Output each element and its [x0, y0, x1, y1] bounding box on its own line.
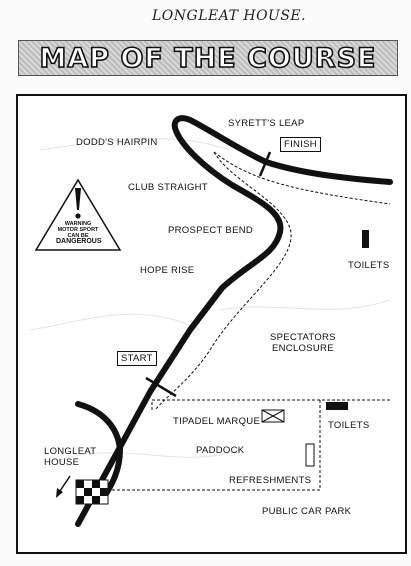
- warning-line-3: CAN BE: [67, 233, 89, 239]
- paddock-boundary-right: [112, 400, 321, 491]
- label-club-straight: CLUB STRAIGHT: [128, 182, 208, 193]
- background-contours: [29, 137, 391, 461]
- warning-line-4: DANGEROUS: [56, 238, 102, 245]
- page-title: MAP OF THE COURSE: [39, 42, 377, 75]
- label-spectators-enclosure: SPECTATORS ENCLOSURE: [270, 332, 336, 354]
- gate-icon: [75, 479, 109, 505]
- course-road: [75, 115, 393, 527]
- toilets-top-marker: [362, 230, 369, 248]
- finish-line-marker: [258, 151, 272, 177]
- label-longleat-line1: LONGLEAT: [44, 446, 97, 457]
- start-line-marker: [145, 376, 177, 398]
- label-toilets-top: TOILETS: [348, 260, 390, 271]
- refreshments-icon: [305, 443, 315, 467]
- handwritten-note: LONGLEAT HOUSE.: [152, 8, 307, 24]
- label-prospect-bend: PROSPECT BEND: [168, 225, 254, 236]
- label-toilets-bottom: TOILETS: [328, 420, 370, 431]
- paddock-boundary: [151, 399, 390, 410]
- spectator-boundary-top: [213, 151, 391, 205]
- warning-line-2: MOTOR SPORT: [57, 227, 99, 233]
- warning-sign-text: WARNING MOTOR SPORT CAN BE DANGEROUS: [56, 221, 102, 245]
- house-road: [75, 401, 124, 503]
- label-longleat-line2: HOUSE: [44, 457, 80, 468]
- title-banner: MAP OF THE COURSE: [18, 40, 398, 76]
- warning-sign-icon: [34, 178, 122, 251]
- label-tipadel-marque: TIPADEL MARQUE: [173, 416, 261, 427]
- label-syretts-leap: SYRETT'S LEAP: [228, 118, 305, 129]
- label-finish: FINISH: [280, 137, 321, 152]
- warning-line-1: WARNING: [64, 221, 92, 227]
- label-public-car-park: PUBLIC CAR PARK: [262, 506, 352, 517]
- arrow-icon: [56, 475, 71, 498]
- label-spectators-line2: ENCLOSURE: [272, 343, 334, 354]
- label-refreshments: REFRESHMENTS: [229, 475, 312, 486]
- label-dodds-hairpin: DODD'S HAIRPIN: [76, 137, 158, 148]
- label-start: START: [117, 351, 157, 366]
- label-longleat-house: LONGLEAT HOUSE: [44, 446, 96, 468]
- label-spectators-line1: SPECTATORS: [270, 332, 336, 343]
- label-paddock: PADDOCK: [196, 445, 245, 456]
- toilets-bottom-marker: [326, 402, 348, 410]
- label-hope-rise: HOPE RISE: [140, 265, 195, 276]
- spectator-boundary-left: [154, 151, 292, 411]
